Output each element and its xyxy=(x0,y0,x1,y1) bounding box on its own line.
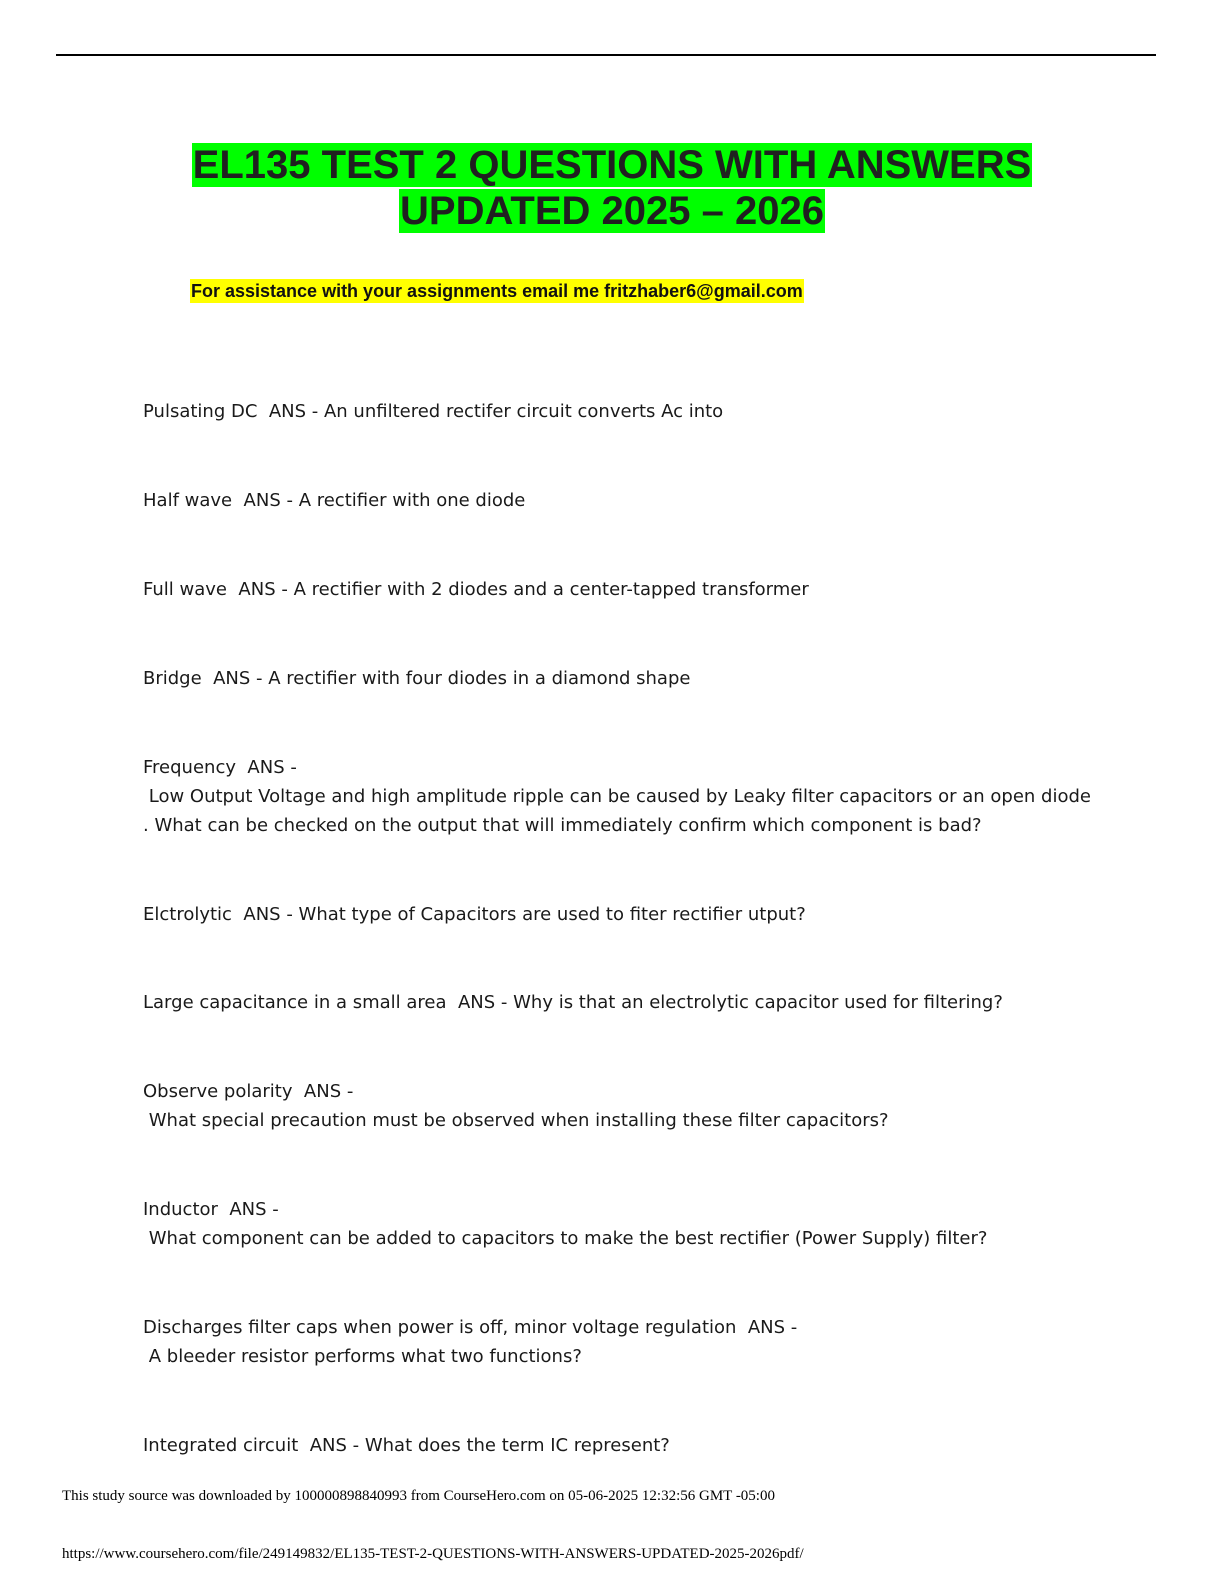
qa-item: Integrated circuit ANS - What does the t… xyxy=(143,1435,670,1456)
download-source-note: This study source was downloaded by 1000… xyxy=(62,1488,775,1504)
qa-item: Half wave ANS - A rectifier with one dio… xyxy=(143,490,526,511)
qa-item: Discharges filter caps when power is off… xyxy=(143,1317,798,1367)
document-title: EL135 TEST 2 QUESTIONS WITH ANSWERS UPDA… xyxy=(60,142,1164,234)
qa-item: Full wave ANS - A rectifier with 2 diode… xyxy=(143,579,809,600)
qa-item: Large capacitance in a small area ANS - … xyxy=(143,992,1003,1013)
qa-item: Inductor ANS - What component can be add… xyxy=(143,1199,988,1249)
qa-item: Frequency ANS - Low Output Voltage and h… xyxy=(143,757,1091,836)
title-line-1: EL135 TEST 2 QUESTIONS WITH ANSWERS xyxy=(191,143,1033,187)
top-divider xyxy=(56,54,1156,56)
title-line-2: UPDATED 2025 – 2026 xyxy=(399,189,825,233)
source-url: https://www.coursehero.com/file/24914983… xyxy=(62,1546,804,1562)
qa-item: Elctrolytic ANS - What type of Capacitor… xyxy=(143,904,806,925)
qa-item: Bridge ANS - A rectifier with four diode… xyxy=(143,668,691,689)
qa-item: Observe polarity ANS - What special prec… xyxy=(143,1081,889,1131)
qa-item: Pulsating DC ANS - An unfiltered rectife… xyxy=(143,401,724,422)
contact-note: For assistance with your assignments ema… xyxy=(190,279,804,303)
